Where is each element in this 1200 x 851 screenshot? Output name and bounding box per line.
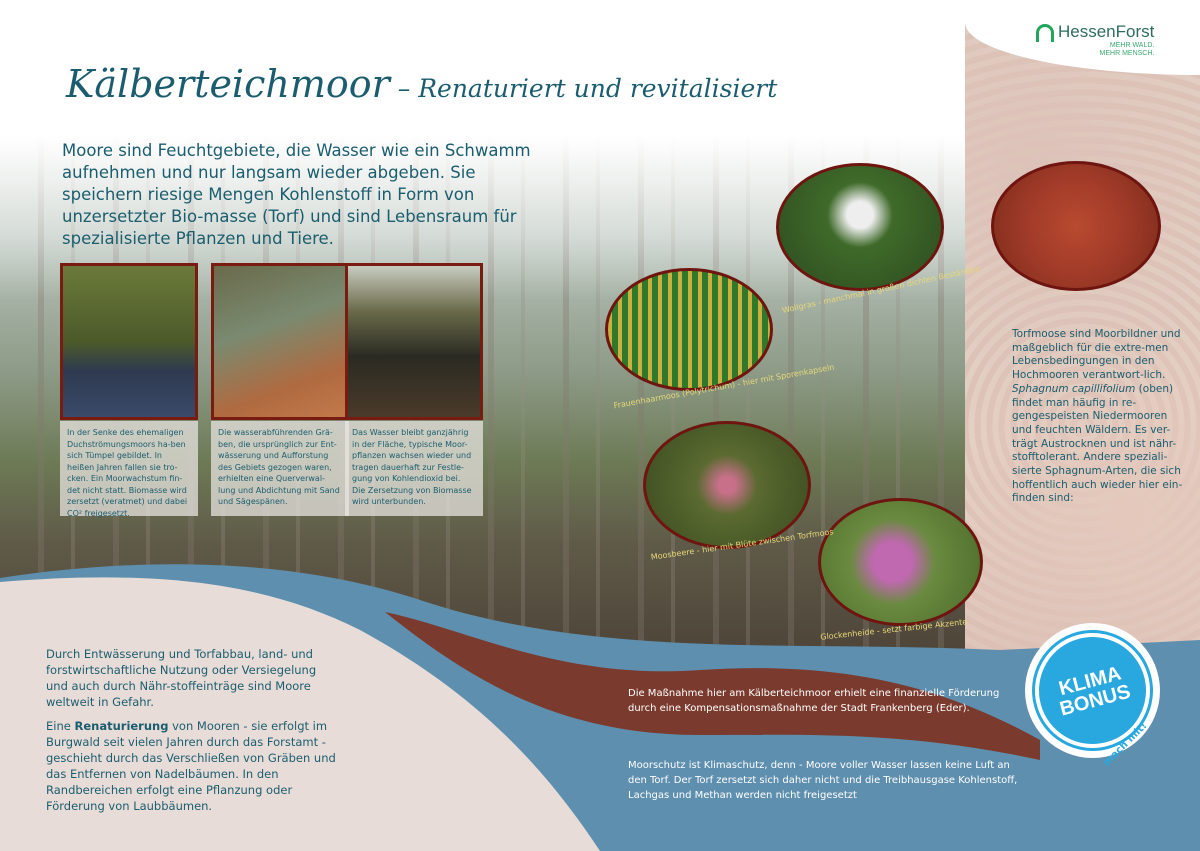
title-main: Kälberteichmoor: [66, 62, 390, 106]
climate-text: Moorschutz ist Klimaschutz, denn - Moore…: [628, 760, 1018, 801]
page-title: Kälberteichmoor – Renaturiert und revita…: [66, 62, 777, 106]
photo-sphagnum: [991, 161, 1161, 291]
sphagnum-text-a: Torfmoose sind Moorbildner und maßgeblic…: [1012, 328, 1181, 382]
sphagnum-text: Torfmoose sind Moorbildner und maßgeblic…: [1012, 328, 1190, 506]
logo-arch-icon: [1036, 24, 1054, 42]
funding-text: Die Maßnahme hier am Kälberteichmoor erh…: [628, 688, 1000, 714]
sphagnum-species: Sphagnum capillifolium: [1012, 382, 1136, 395]
logo-tagline-2: MEHR MENSCH.: [1099, 50, 1155, 57]
logo-name: HessenForst: [1058, 22, 1155, 41]
photo-cottongrass: [776, 163, 944, 291]
beige-wave: [0, 577, 600, 851]
photo-water: [345, 263, 483, 420]
photo-cranberry: [643, 421, 811, 549]
renaturation-a: Eine: [46, 719, 75, 733]
intro-text: Moore sind Feuchtgebiete, die Wasser wie…: [62, 141, 531, 248]
renaturation-c: von Mooren - sie erfolgt im Burgwald sei…: [46, 719, 336, 813]
hessenforst-logo: HessenForst MEHR WALD. MEHR MENSCH.: [1036, 22, 1154, 58]
photo-ditch: [211, 263, 349, 420]
logo-tagline-1: MEHR WALD.: [1109, 42, 1155, 49]
renaturation-bold: Renaturierung: [74, 719, 169, 733]
renaturation-text: Eine Renaturierung von Mooren - sie erfo…: [46, 718, 346, 814]
photo-pond: [60, 263, 198, 420]
danger-text: Durch Entwässerung und Torfabbau, land- …: [46, 647, 317, 709]
photo-heath: [818, 498, 983, 626]
sphagnum-text-b: (oben) findet man häufig in re-gengespei…: [1012, 382, 1183, 505]
title-sub: – Renaturiert und revitalisiert: [389, 74, 778, 103]
photo-caption-2: Die wasserabführenden Grä-ben, die urspr…: [211, 421, 349, 516]
photo-haircap-moss: [605, 268, 773, 391]
brown-wave: [385, 612, 1040, 760]
photo-caption-3: Das Wasser bleibt ganzjährig in der Fläc…: [345, 421, 483, 516]
photo-caption-1: In der Senke des ehemaligen Duchströmung…: [60, 421, 198, 518]
